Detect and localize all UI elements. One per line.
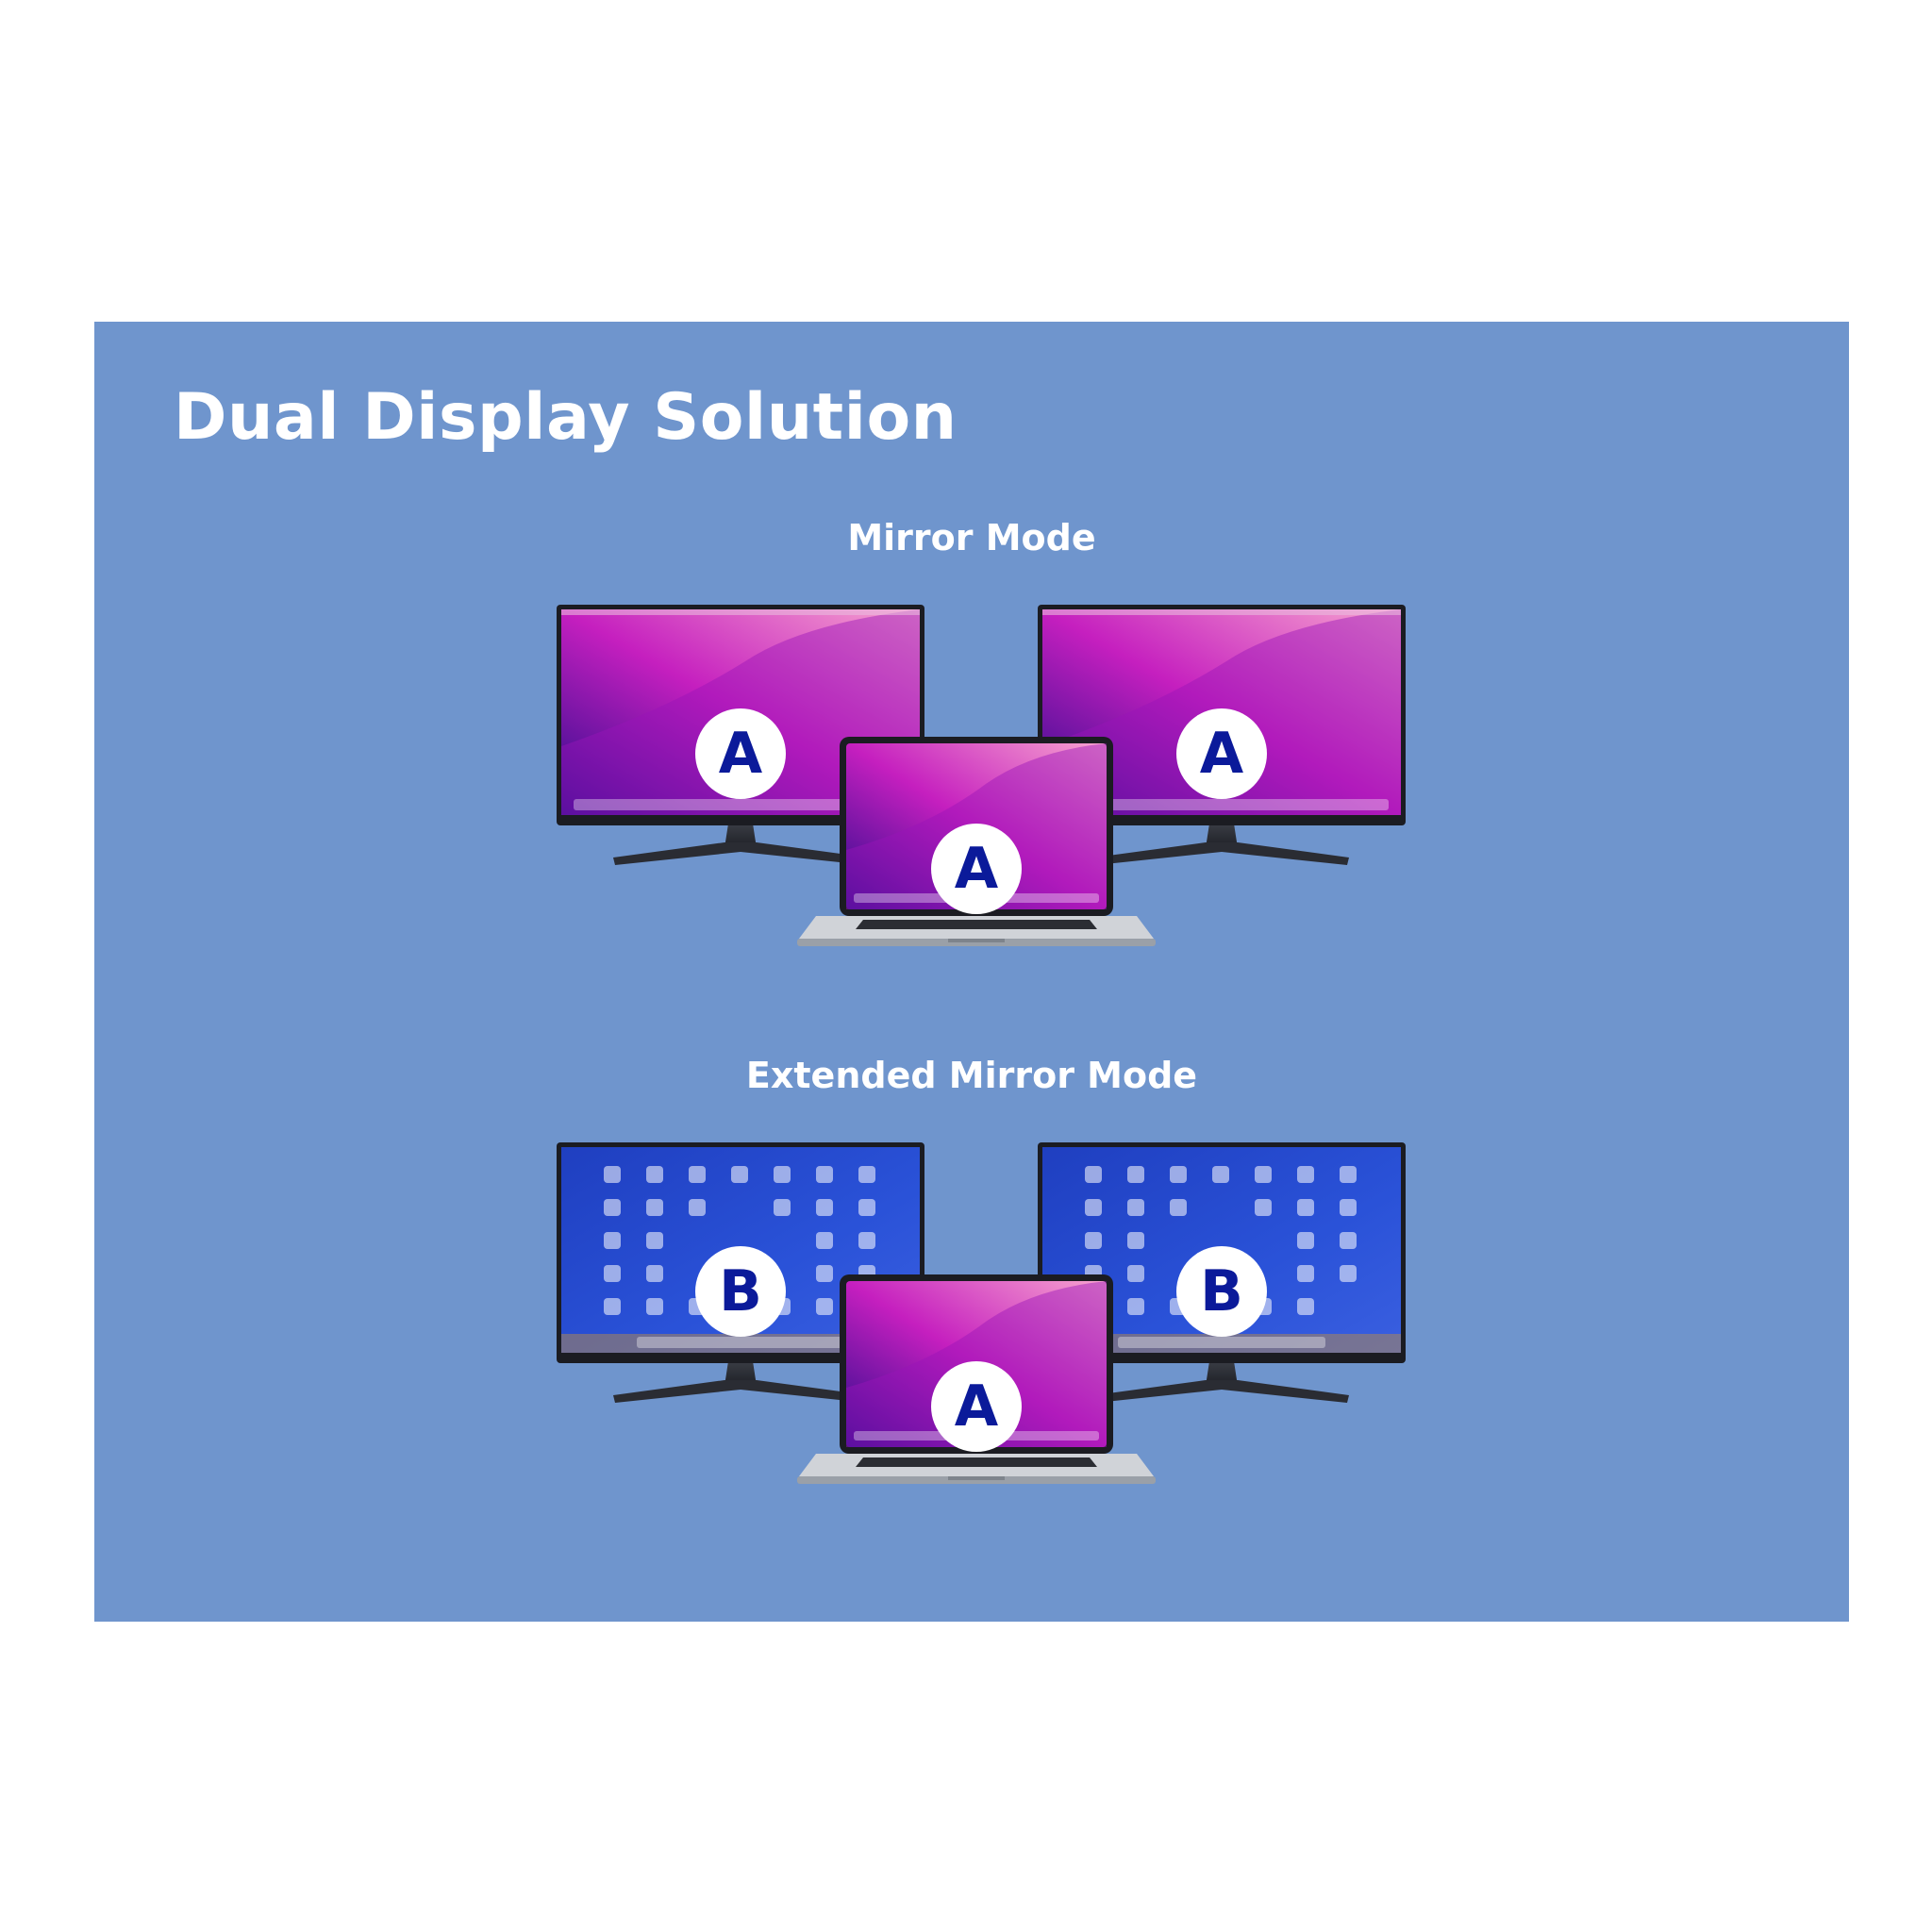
badge-right-mirror: A (1174, 707, 1269, 801)
badge-laptop-extended-label: A (955, 1374, 999, 1440)
badge-laptop-mirror-label: A (955, 836, 999, 902)
badge-laptop-extended: A (929, 1359, 1024, 1454)
badge-laptop-mirror: A (929, 822, 1024, 916)
section-title-mirror: Mirror Mode (847, 517, 1096, 558)
badge-left-mirror: A (693, 707, 788, 801)
badge-right-mirror-label: A (1200, 721, 1244, 787)
page-title: Dual Display Solution (174, 380, 958, 455)
badge-left-extended-label: B (719, 1258, 762, 1324)
content-panel: Dual Display Solution Mirror Mode Extend… (94, 322, 1849, 1622)
badge-left-extended: B (693, 1244, 788, 1339)
badge-right-extended-label: B (1200, 1258, 1243, 1324)
badge-right-extended: B (1174, 1244, 1269, 1339)
section-title-extended: Extended Mirror Mode (745, 1055, 1198, 1096)
badge-left-mirror-label: A (719, 721, 763, 787)
laptop-mirror (797, 737, 1156, 954)
